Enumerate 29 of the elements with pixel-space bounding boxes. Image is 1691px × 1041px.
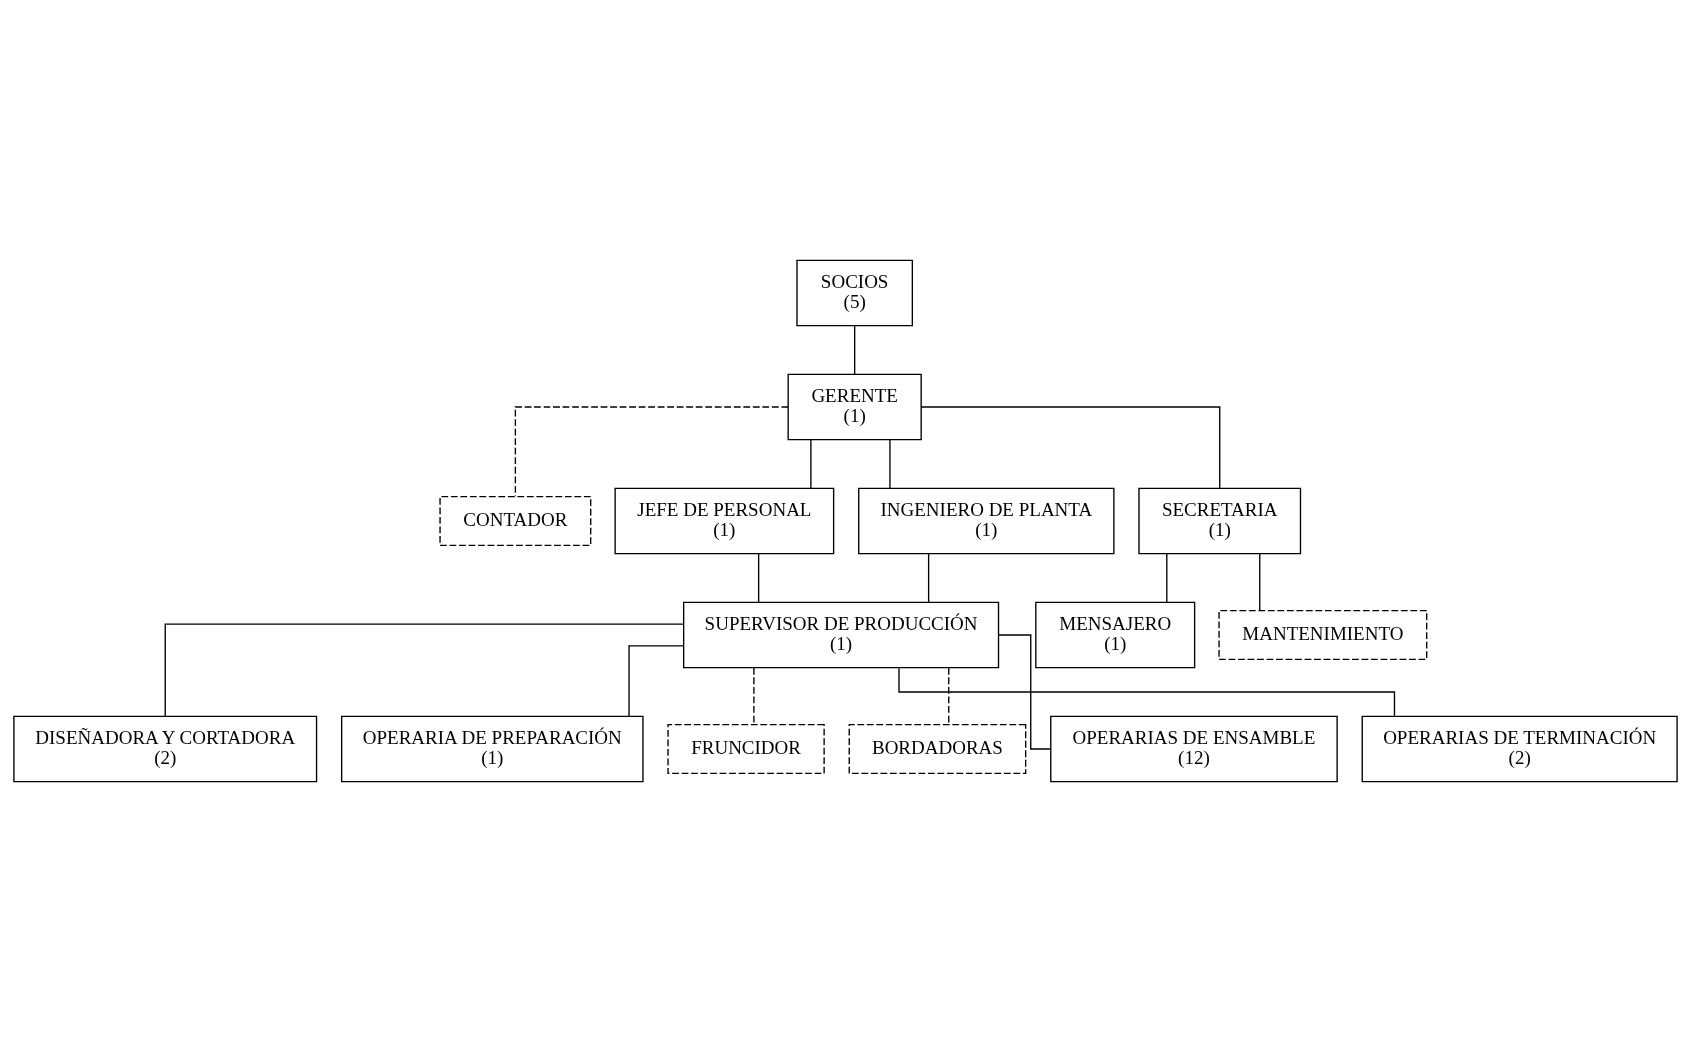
node-box: OPERARIA DE PREPARACIÓN (1) xyxy=(341,715,644,782)
connector xyxy=(628,644,685,717)
node-box: SUPERVISOR DE PRODUCCIÓN (1) xyxy=(683,601,1000,668)
connector xyxy=(898,667,1396,717)
node-box: MENSAJERO (1) xyxy=(1035,601,1196,668)
connector xyxy=(927,552,930,603)
node-box: JEFE DE PERSONAL (1) xyxy=(614,487,835,554)
connector xyxy=(753,666,755,725)
node-box: DISEÑADORA Y CORTADORA (2) xyxy=(13,715,318,782)
node-box: SECRETARIA (1) xyxy=(1138,487,1302,554)
node-box: CONTADOR xyxy=(439,495,592,546)
node-box: FRUNCIDOR xyxy=(667,723,825,774)
connector xyxy=(948,666,950,725)
connector xyxy=(854,324,856,375)
connector xyxy=(920,405,1221,489)
connector xyxy=(757,552,760,603)
node-box: OPERARIAS DE ENSAMBLE (12) xyxy=(1050,715,1338,782)
connector xyxy=(810,438,812,489)
connector xyxy=(1259,552,1261,611)
node-box: BORDADORAS xyxy=(848,723,1027,774)
node-box: INGENIERO DE PLANTA (1) xyxy=(858,487,1115,554)
connector xyxy=(164,622,685,717)
node-box: OPERARIAS DE TERMINACIÓN (2) xyxy=(1361,715,1678,782)
connector xyxy=(889,438,891,489)
node-box: MANTENIMIENTO xyxy=(1218,609,1428,660)
connector xyxy=(1166,552,1168,603)
connector xyxy=(514,405,789,497)
node-box: GERENTE (1) xyxy=(787,373,922,440)
node-box: SOCIOS (5) xyxy=(796,259,913,326)
